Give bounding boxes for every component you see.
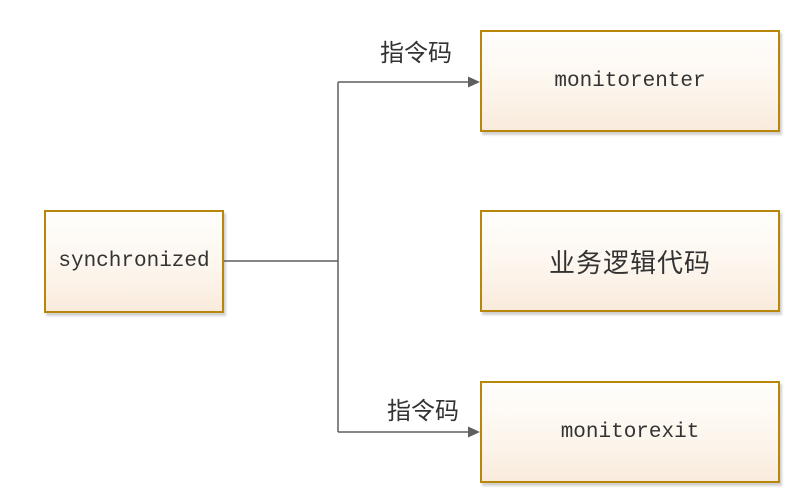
arrowhead-monitorenter [468,76,480,88]
node-monitorexit: monitorexit [480,381,780,483]
node-synchronized: synchronized [44,210,224,313]
arrowhead-monitorexit [468,426,480,438]
edge-label-instruction-code-enter: 指令码 [380,40,452,67]
node-monitorenter: monitorenter [480,30,780,132]
edge-label-instruction-code-exit: 指令码 [387,398,459,425]
node-business-logic: 业务逻辑代码 [480,210,780,312]
